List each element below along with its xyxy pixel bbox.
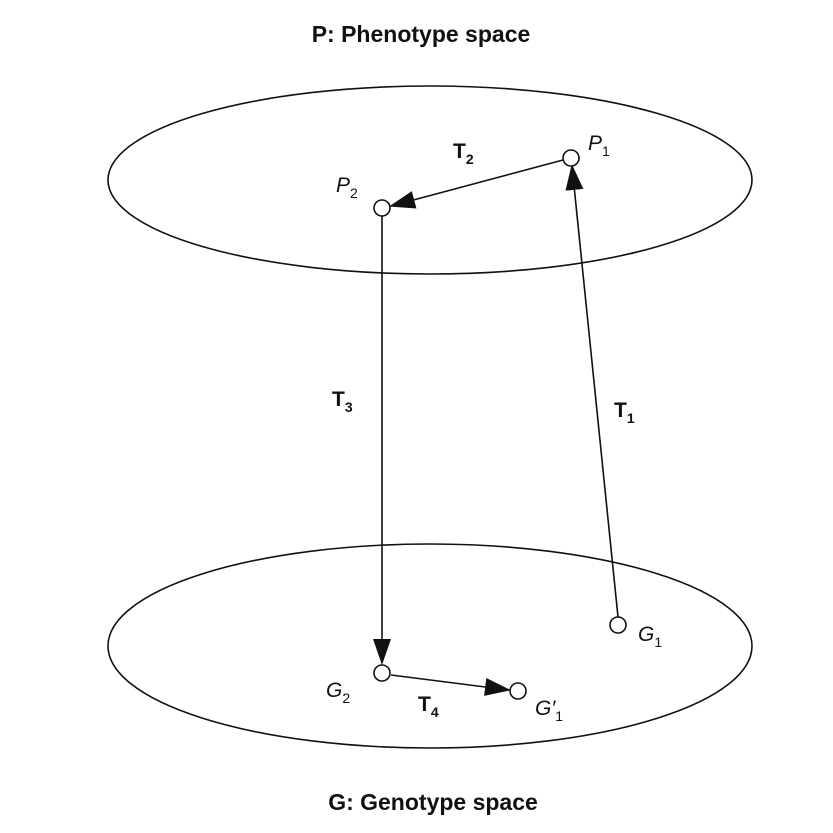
label-g1-prime: G′1 bbox=[535, 697, 563, 724]
label-t4: T4 bbox=[418, 693, 439, 720]
label-g1: G1 bbox=[638, 623, 662, 650]
point-g2 bbox=[373, 664, 391, 682]
point-g1 bbox=[609, 616, 627, 634]
label-p1: P1 bbox=[588, 132, 610, 159]
label-p2: P2 bbox=[336, 174, 358, 201]
arrow-t2 bbox=[389, 159, 564, 209]
phenotype-space-ellipse bbox=[107, 85, 753, 275]
genotype-space-title: G: Genotype space bbox=[328, 789, 538, 815]
point-p2 bbox=[373, 199, 391, 217]
label-t1: T1 bbox=[614, 399, 635, 426]
arrow-t1 bbox=[565, 164, 619, 618]
label-t2: T2 bbox=[453, 140, 474, 167]
point-p1 bbox=[562, 149, 580, 167]
phenotype-space-title: P: Phenotype space bbox=[312, 21, 531, 47]
label-t3: T3 bbox=[332, 388, 353, 415]
label-g2: G2 bbox=[326, 679, 350, 706]
arrow-t4 bbox=[390, 674, 511, 696]
genotype-space-ellipse bbox=[107, 543, 753, 749]
point-g1-prime bbox=[509, 682, 527, 700]
